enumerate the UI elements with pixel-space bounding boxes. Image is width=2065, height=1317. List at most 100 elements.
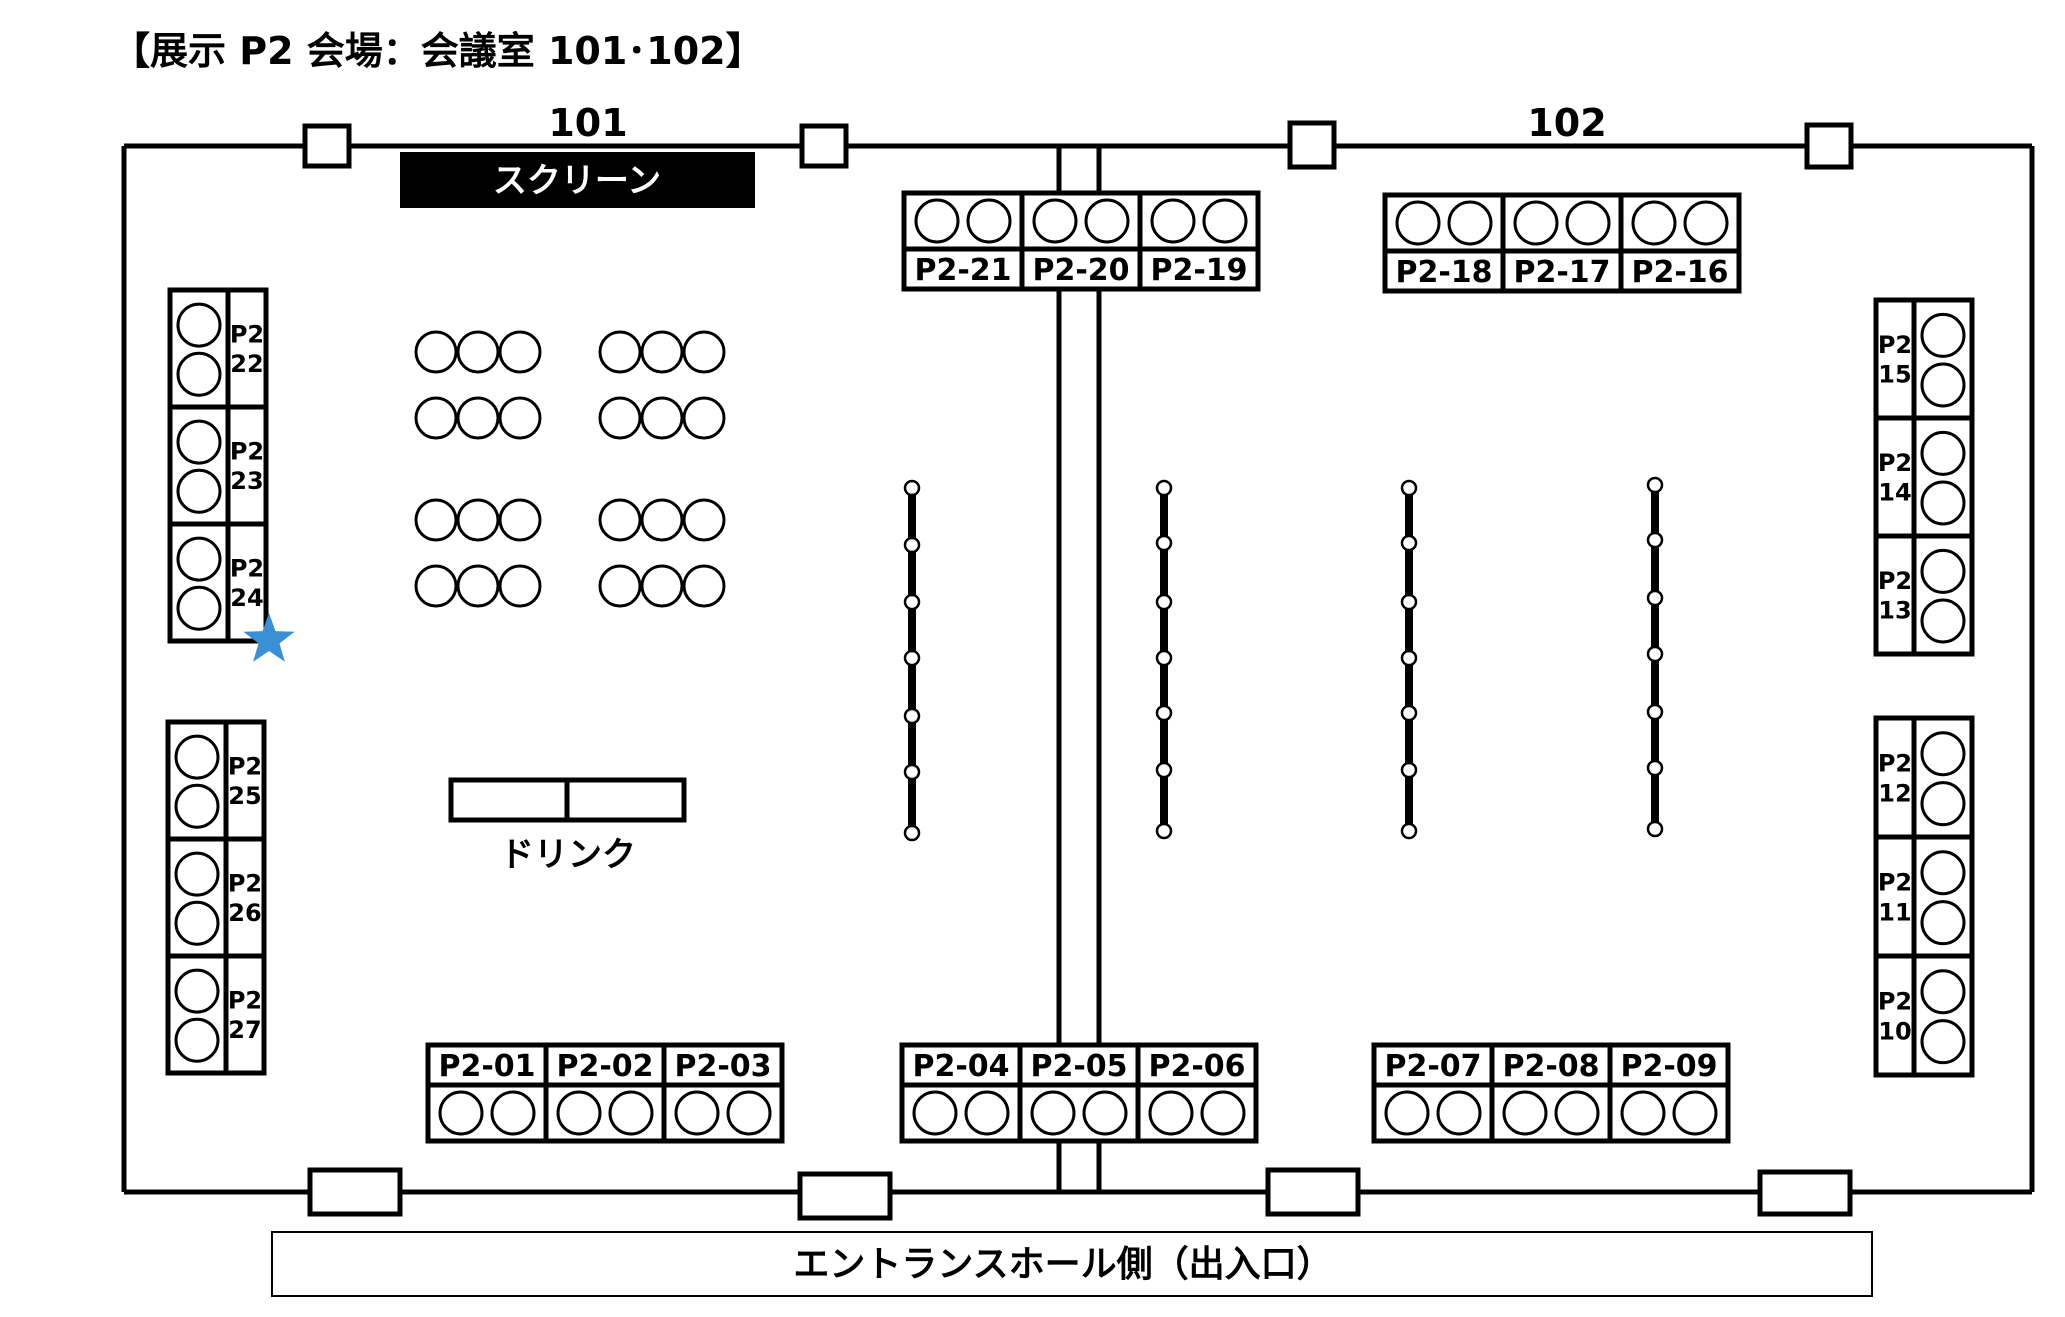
chair xyxy=(682,396,726,440)
booth-chair xyxy=(176,585,222,631)
booth-p2-01: P2-01 xyxy=(425,1042,549,1144)
booth-chair xyxy=(1202,198,1248,244)
pole-post xyxy=(1155,822,1173,840)
pole-post xyxy=(1400,822,1418,840)
booth-label: P2-08 xyxy=(1502,1049,1599,1084)
booth-label: P2-05 xyxy=(1030,1049,1127,1084)
booth-chair xyxy=(1920,362,1966,408)
pole-post xyxy=(1155,479,1173,497)
booth-chair xyxy=(1554,1090,1600,1136)
entrance-label: エントランスホール側（出入口） xyxy=(793,1244,1332,1285)
booth-label-number: 13 xyxy=(1878,597,1911,625)
booth-chair xyxy=(966,198,1012,244)
entrance-box xyxy=(271,1231,1873,1297)
booth-chair xyxy=(1920,969,1966,1015)
pole-post xyxy=(1155,649,1173,667)
room-label-101: 101 xyxy=(548,101,627,145)
pole-post xyxy=(1400,649,1418,667)
booth-p2-20: P2-20 xyxy=(1019,190,1143,292)
booth-chair xyxy=(1920,548,1966,594)
booth-p2-07: P2-07 xyxy=(1371,1042,1495,1144)
booth-p2-16: P2-16 xyxy=(1618,192,1742,294)
booth-label-number: 26 xyxy=(228,899,261,927)
chair xyxy=(456,330,500,374)
chair xyxy=(498,330,542,374)
booth-label-number: 10 xyxy=(1878,1017,1911,1045)
pole-post xyxy=(1646,531,1664,549)
booth-label: P2-18 xyxy=(1395,255,1492,290)
booth-chair xyxy=(1920,850,1966,896)
booth-chair xyxy=(1502,1090,1548,1136)
booth-p2-21: P2-21 xyxy=(901,190,1025,292)
booth-chair xyxy=(914,198,960,244)
booth-label-number: 27 xyxy=(228,1016,261,1044)
chair xyxy=(414,498,458,542)
booth-label-prefix: P2 xyxy=(228,870,262,898)
booth-chair xyxy=(176,351,222,397)
booth-chair xyxy=(490,1090,536,1136)
booth-chair xyxy=(1920,598,1966,644)
booth-chair xyxy=(438,1090,484,1136)
pole-post xyxy=(903,649,921,667)
booth-p2-04: P2-04 xyxy=(899,1042,1023,1144)
booth-label-number: 23 xyxy=(230,467,263,495)
booth-chair xyxy=(1395,200,1441,246)
booth-label-number: 15 xyxy=(1878,361,1911,389)
pole-post xyxy=(1400,479,1418,497)
booth-label-number: 14 xyxy=(1878,479,1911,507)
booth-p2-09: P2-09 xyxy=(1607,1042,1731,1144)
booth-label-prefix: P2 xyxy=(1878,869,1912,897)
pole-post xyxy=(1646,589,1664,607)
booth-chair xyxy=(174,968,220,1014)
chair xyxy=(498,498,542,542)
room-walls xyxy=(121,143,2035,1195)
booth-chair xyxy=(176,536,222,582)
room-label-102: 102 xyxy=(1527,101,1606,145)
booth-label-prefix: P2 xyxy=(1878,449,1912,477)
booth-label-prefix: P2 xyxy=(230,321,264,349)
booth-chair xyxy=(176,419,222,465)
pole-post xyxy=(1400,704,1418,722)
booth-p2-18: P2-18 xyxy=(1382,192,1506,294)
booth-label-number: 11 xyxy=(1878,898,1911,926)
booth-label-number: 12 xyxy=(1878,779,1911,807)
pole-post xyxy=(1155,761,1173,779)
pole-post xyxy=(903,763,921,781)
booth-chair xyxy=(608,1090,654,1136)
booth-p2-02: P2-02 xyxy=(543,1042,667,1144)
booth-chair xyxy=(1200,1090,1246,1136)
booth-label-prefix: P2 xyxy=(1878,750,1912,778)
chair xyxy=(456,498,500,542)
booth-p2-08: P2-08 xyxy=(1489,1042,1613,1144)
star-icon xyxy=(243,613,295,662)
booth-chair xyxy=(174,1017,220,1063)
booth-chair xyxy=(1631,200,1677,246)
booth-label: P2-07 xyxy=(1384,1049,1481,1084)
chair xyxy=(640,330,684,374)
chair xyxy=(598,396,642,440)
pole-post xyxy=(1646,645,1664,663)
booth-chair xyxy=(1436,1090,1482,1136)
chair xyxy=(498,396,542,440)
chair xyxy=(498,564,542,608)
booth-chair xyxy=(1384,1090,1430,1136)
booth-chair xyxy=(174,851,220,897)
booth-chair xyxy=(174,783,220,829)
booth-chair xyxy=(964,1090,1010,1136)
pole-post xyxy=(1400,534,1418,552)
booth-label: P2-03 xyxy=(674,1049,771,1084)
booth-chair xyxy=(174,900,220,946)
booth-chair xyxy=(1920,900,1966,946)
booth-label: P2-17 xyxy=(1513,255,1610,290)
screen-label: スクリーン xyxy=(493,161,661,201)
chair xyxy=(414,564,458,608)
booth-chair xyxy=(1030,1090,1076,1136)
pole-post xyxy=(903,536,921,554)
booth-p2-06: P2-06 xyxy=(1135,1042,1259,1144)
